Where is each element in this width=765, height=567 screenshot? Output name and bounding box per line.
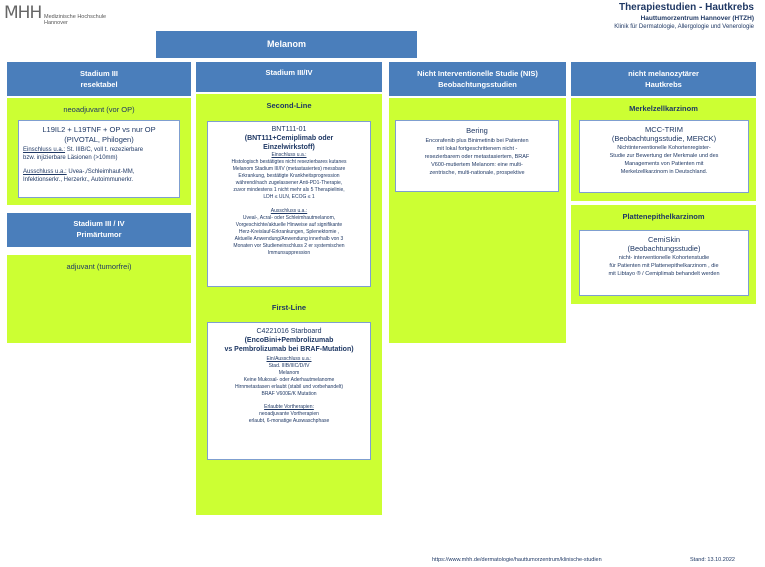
section-neoadjuvant-title: neoadjuvant (vor OP) bbox=[63, 105, 135, 114]
card-bnt111-ein-label: Einschluss u.a.: bbox=[271, 152, 307, 158]
card-mcc-trim-title1: MCC-TRIM bbox=[645, 125, 683, 134]
card-mcc-trim-line-4: Merkelzellkarzinom in Deutschland. bbox=[620, 169, 708, 175]
card-bnt111: BNT111-01 (BNT111+Cemiplimab oder Einzel… bbox=[207, 121, 371, 287]
second-line-label: Second-Line bbox=[266, 101, 312, 110]
card-bnt111-ein-line-4: während/nach zugelassener Anti-PD1-Thera… bbox=[235, 180, 343, 186]
card-bnt111-ein-line-5: zuvor mindestens 1 nicht mehr als 5 Ther… bbox=[233, 187, 345, 193]
card-starboard-ein-line-2: Melanom bbox=[278, 370, 300, 376]
card-bnt111-aus-line-3: Herz-Kreislauf-Erkrankungen, Splenektomi… bbox=[238, 229, 340, 235]
header-c1b-line2: Primärtumor bbox=[76, 230, 122, 239]
card-starboard-title2: (EncoBini+Pembrolizumab bbox=[244, 337, 334, 344]
card-bering-line-4: V600-mutiertem Melanom: eine multi- bbox=[431, 162, 523, 168]
panel-stadium-iii-iv: Second-Line BNT111-01 (BNT111+Cemiplimab… bbox=[196, 94, 382, 515]
section-adjuvant-title: adjuvant (tumorfrei) bbox=[66, 262, 132, 271]
logo-subtext-1: Medizinische Hochschule bbox=[44, 14, 107, 20]
card-bnt111-title1: BNT111-01 bbox=[271, 126, 307, 133]
card-mcc-trim-title2: (Beobachtungsstudie, MERCK) bbox=[611, 134, 717, 143]
card-bnt111-aus-line-1: Uveal-, Acral- oder Schleimhautmelanom, bbox=[242, 215, 336, 221]
header-c3-line1: Nicht Interventionelle Studie (NIS) bbox=[417, 69, 538, 78]
card-bnt111-title2: (BNT111+Cemiplimab oder bbox=[244, 135, 334, 142]
card-cemiskin-title1: CemiSkin bbox=[647, 235, 681, 244]
card-bering-line-3: resezierbarem oder metastasiertem, BRAF bbox=[424, 154, 530, 160]
card-cemiskin-line-2: für Patienten mit Plattenepithelkarzinom… bbox=[609, 263, 719, 269]
panel-plattenepithel: Plattenepithelkarzinom CemiSkin (Beobach… bbox=[571, 205, 756, 304]
card-starboard-ein-line-5: BRAF V600E/K Mutation bbox=[261, 391, 317, 397]
card-bnt111-aus-line-6: Immunsuppression bbox=[267, 250, 311, 256]
logo-subtext-2: Hannover bbox=[44, 20, 68, 26]
first-line-label: First-Line bbox=[271, 303, 307, 312]
card-bnt111-aus-line-2: Vorgeschichte/aktuelle Hinweise auf sign… bbox=[235, 222, 343, 228]
card-starboard-title3: vs Pembrolizumab bei BRAF-Mutation) bbox=[224, 346, 354, 353]
card-bering-line-5: zentrische, multi-nationale, prospektive bbox=[429, 170, 525, 176]
card-bnt111-ein-line-3: Erkrankung, bestätigte Krankheitsprogres… bbox=[238, 173, 340, 179]
card-bnt111-title3: Einzelwirkstoff) bbox=[263, 144, 315, 151]
card-l19il2-ein: Einschluss u.a.: St. IIIB/C, voll t. rez… bbox=[23, 146, 175, 154]
card-l19il2-title1: L19IL2 + L19TNF + OP vs nur OP bbox=[42, 125, 156, 134]
card-cemiskin: CemiSkin (Beobachtungsstudie) nicht- int… bbox=[579, 230, 749, 296]
header-c1-line2: resektabel bbox=[80, 80, 118, 89]
card-l19il2-aus-text2: Infektionserkr., Herzerkr., Autoimmunerk… bbox=[23, 177, 134, 183]
card-bering-line-1: Encorafenib plus Binimetinib bei Patient… bbox=[425, 138, 529, 144]
card-bnt111-ein-line-1: Histologisch bestätigtes nicht resezierb… bbox=[231, 159, 347, 165]
header-nis: Nicht Interventionelle Studie (NIS) Beob… bbox=[389, 62, 566, 96]
card-bnt111-ein-line-2: Melanom Stadium III/IV (metastasiertes) … bbox=[232, 166, 346, 172]
header-stadium-iii-iv: Stadium III/IV bbox=[196, 62, 382, 92]
header-subtitle-1: Hauttumorzentrum Hannover (HTZH) bbox=[640, 15, 754, 22]
card-starboard-title1: C4221016 Starboard bbox=[256, 328, 322, 335]
header-stadium-iii-resektabel: Stadium III resektabel bbox=[7, 62, 191, 96]
header-c4-line1: nicht melanozytärer bbox=[628, 69, 699, 78]
header-stadium-iii-iv-primaertumor: Stadium III / IV Primärtumor bbox=[7, 213, 191, 247]
page-title: Therapiestudien - Hautkrebs bbox=[618, 2, 754, 13]
card-mcc-trim-line-1: Nichtinterventionelle Kohortenregister- bbox=[617, 145, 711, 151]
card-starboard: C4221016 Starboard (EncoBini+Pembrolizum… bbox=[207, 322, 371, 460]
section-plattenepithel-title: Plattenepithelkarzinom bbox=[622, 212, 705, 221]
card-l19il2-ein-text1: St. IIIB/C, voll t. rezezierbare bbox=[65, 147, 144, 153]
card-starboard-vor-line-2: erlaubt, 6-monatige Auswaschphase bbox=[248, 418, 330, 424]
card-starboard-ein-label: Ein/Ausschluss u.a.: bbox=[266, 356, 312, 362]
card-starboard-vor-line-1: neoadjuvante Vortherapien bbox=[259, 411, 319, 417]
melanom-banner: Melanom bbox=[156, 31, 417, 58]
card-l19il2-aus: Ausschluss u.a.: Uvea-,/Schleimhaut-MM, bbox=[23, 168, 175, 176]
card-l19il2-aus-label: Ausschluss u.a.: bbox=[23, 169, 67, 175]
card-cemiskin-title2: (Beobachtungsstudie) bbox=[627, 244, 701, 253]
card-bnt111-aus-label: Ausschluss u.a.: bbox=[270, 208, 308, 214]
card-l19il2-ein-text2: bzw. injizierbare Läsionen (>10mm) bbox=[23, 155, 118, 161]
header-c3-line2: Beobachtungsstudien bbox=[438, 80, 517, 89]
card-bering-title: Bering bbox=[466, 126, 488, 135]
card-bnt111-aus-line-5: Monaten vor Studieneinschluss 2 er syste… bbox=[233, 243, 345, 249]
card-cemiskin-line-1: nicht- interventionelle Kohortenstudie bbox=[618, 255, 710, 261]
panel-nis: Bering Encorafenib plus Binimetinib bei … bbox=[389, 98, 566, 343]
section-merkelzell-title: Merkelzellkarzinom bbox=[629, 104, 698, 113]
card-starboard-ein-line-3: Keine Mukosal- oder Aderhautmelanome bbox=[243, 377, 335, 383]
panel-merkelzell: Merkelzellkarzinom MCC-TRIM (Beobachtung… bbox=[571, 98, 756, 201]
card-l19il2: L19IL2 + L19TNF + OP vs nur OP (PIVOTAL,… bbox=[18, 120, 180, 198]
header-c4-line2: Hautkrebs bbox=[645, 80, 682, 89]
card-l19il2-title2: (PIVOTAL, Philogen) bbox=[64, 135, 134, 144]
header-subtitle-2: Klinik für Dermatologie, Allergologie un… bbox=[614, 24, 754, 30]
card-bnt111-aus-line-4: Aktuelle Anwendung/Anwendung innerhalb v… bbox=[234, 236, 344, 242]
card-mcc-trim-line-2: Studie zur Bewertung der Merkmale und de… bbox=[609, 153, 719, 159]
card-mcc-trim: MCC-TRIM (Beobachtungsstudie, MERCK) Nic… bbox=[579, 120, 749, 193]
card-starboard-ein-line-4: Hirnmetastasen erlaubt (stabil und vorbe… bbox=[234, 384, 344, 390]
card-starboard-vor-label: Erlaubte Vortherapien: bbox=[264, 404, 314, 410]
card-mcc-trim-line-3: Managements von Patienten mit bbox=[624, 161, 704, 167]
mhh-logo: MHH bbox=[4, 3, 42, 23]
card-cemiskin-line-3: mit Libtayo ® / Cemiplimab behandelt wer… bbox=[608, 271, 720, 277]
card-l19il2-ein-label: Einschluss u.a.: bbox=[23, 147, 66, 153]
panel-neoadjuvant: neoadjuvant (vor OP) L19IL2 + L19TNF + O… bbox=[7, 98, 191, 205]
card-starboard-ein-line-1: Stad. IIIB/IIIC/D/IV bbox=[268, 363, 310, 369]
footer-stand: Stand: 13.10.2022 bbox=[690, 557, 735, 563]
header-nicht-melanozytaer: nicht melanozytärer Hautkrebs bbox=[571, 62, 756, 96]
header-c1b-line1: Stadium III / IV bbox=[73, 219, 125, 228]
card-bnt111-ein-line-6: LDH ≤ ULN, ECOG ≤ 1 bbox=[263, 194, 315, 200]
header-c1-line1: Stadium III bbox=[80, 69, 118, 78]
card-bering: Bering Encorafenib plus Binimetinib bei … bbox=[395, 120, 559, 192]
footer-url[interactable]: https://www.mhh.de/dermatologie/hauttumo… bbox=[432, 557, 602, 563]
card-bering-line-2: mit lokal fortgeschrittenem nicht - bbox=[436, 146, 518, 152]
panel-adjuvant: adjuvant (tumorfrei) bbox=[7, 255, 191, 343]
card-l19il2-aus-text1: Uvea-,/Schleimhaut-MM, bbox=[66, 169, 135, 175]
